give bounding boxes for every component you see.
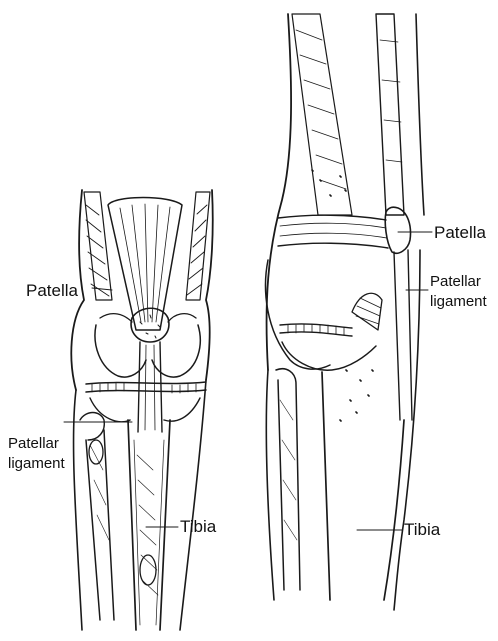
label-left-patellar-line2: ligament (8, 455, 66, 472)
label-right-patellar-line2: ligament (430, 293, 488, 310)
label-left-tibia: Tibia (180, 517, 217, 536)
label-right-patella: Patella (434, 223, 487, 242)
label-left-patella: Patella (26, 281, 79, 300)
right-knee-lateral-view (266, 14, 424, 610)
label-right-patellar-line1: Patellar (430, 273, 481, 290)
leader-lines (64, 232, 432, 530)
left-knee-anterior-view (71, 190, 212, 630)
label-left-patellar-line1: Patellar (8, 435, 59, 452)
label-right-tibia: Tibia (404, 520, 441, 539)
